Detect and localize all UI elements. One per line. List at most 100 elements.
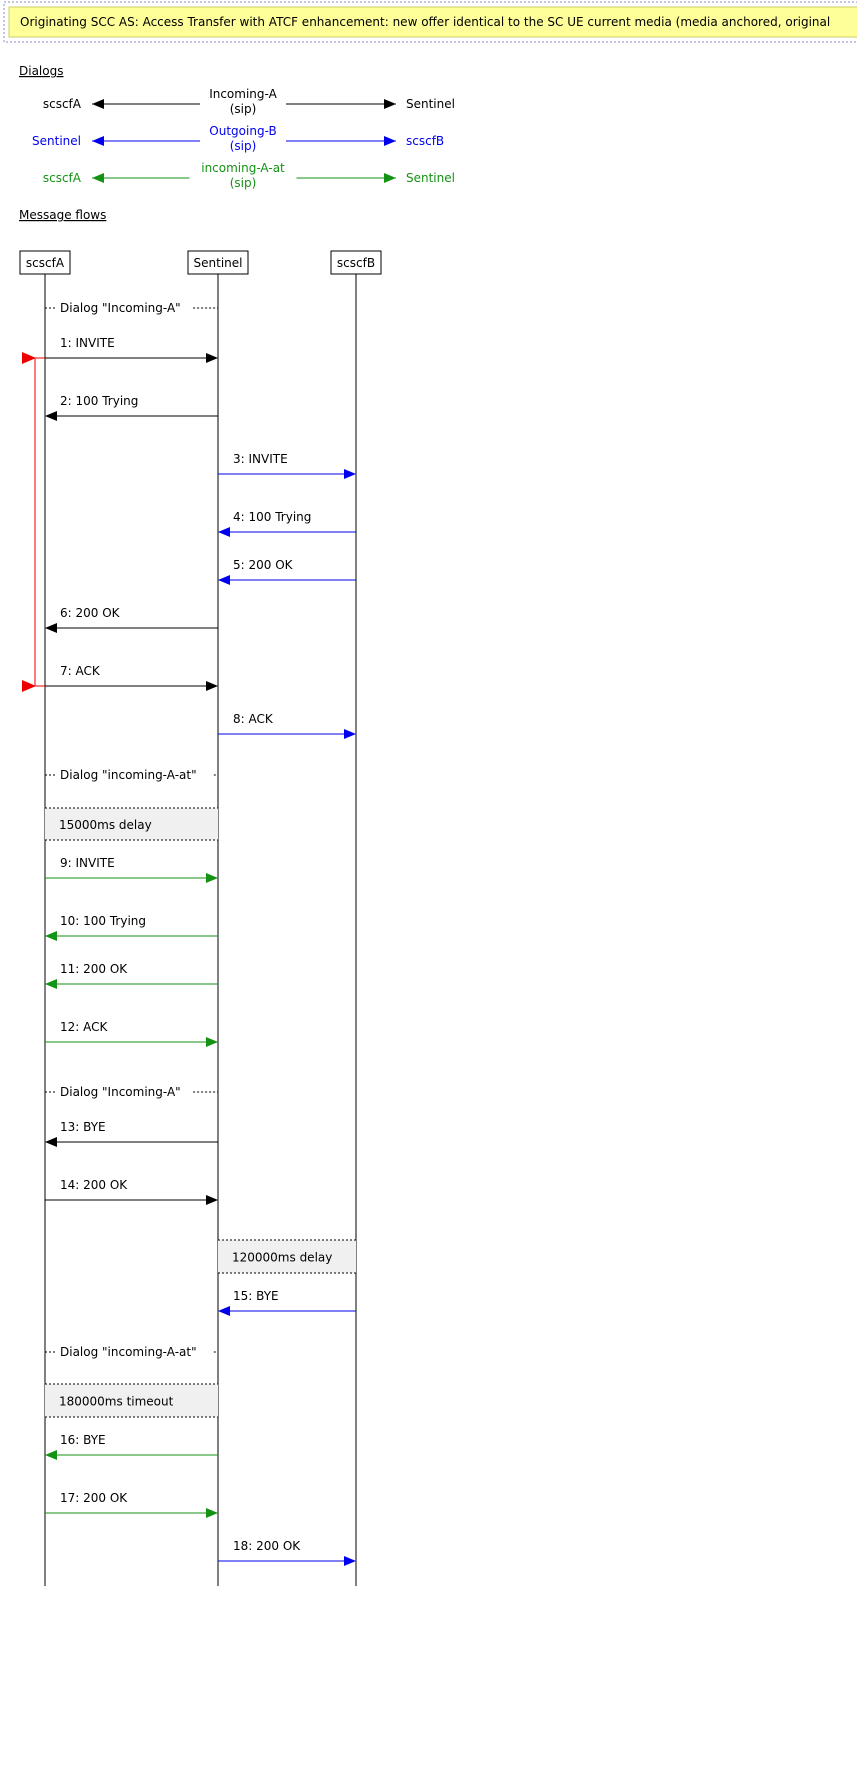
participant-box	[330, 250, 382, 275]
dialog-marker: Dialog "incoming-A-at"	[45, 768, 218, 782]
message-label: 18: 200 OK	[233, 1539, 301, 1553]
dialog-marker-label: Dialog "Incoming-A"	[60, 301, 181, 315]
message-arrowhead	[45, 931, 57, 941]
dialog-right-endpoint: scscfB	[406, 134, 444, 148]
participant-label: scscfB	[337, 256, 375, 270]
dialog-name: Outgoing-B	[209, 124, 276, 138]
dialog-legend: scscfAIncoming-A(sip)SentinelSentinelOut…	[32, 87, 455, 190]
message-label: 11: 200 OK	[60, 962, 128, 976]
message-arrowhead	[344, 1556, 356, 1566]
message-label: 13: BYE	[60, 1120, 106, 1134]
dialog-marker-label: Dialog "Incoming-A"	[60, 1085, 181, 1099]
participant-scscfb: scscfB	[330, 250, 382, 1586]
dialog-name: incoming-A-at	[201, 161, 285, 175]
message-arrow: 12: ACK	[45, 1020, 218, 1047]
timer-end-flag-icon	[22, 680, 36, 692]
dialog-protocol: (sip)	[230, 139, 257, 153]
dialog-protocol: (sip)	[230, 102, 257, 116]
note-label: 120000ms delay	[232, 1251, 332, 1265]
message-arrow: 3: INVITE	[218, 452, 356, 479]
message-arrowhead	[45, 623, 57, 633]
timer-start-flag-icon	[22, 352, 36, 364]
message-label: 8: ACK	[233, 712, 274, 726]
note-bg	[45, 1384, 218, 1417]
note-label: 180000ms timeout	[59, 1395, 174, 1409]
dialogs-heading: Dialogs	[19, 64, 63, 78]
title-banner-text: Originating SCC AS: Access Transfer with…	[20, 15, 830, 29]
arrowhead-left	[92, 99, 104, 109]
note-label: 15000ms delay	[59, 818, 152, 832]
dialog-left-endpoint: scscfA	[43, 97, 82, 111]
participant-scscfa: scscfA	[19, 250, 71, 1586]
message-label: 2: 100 Trying	[60, 394, 138, 408]
dialog-right-endpoint: Sentinel	[406, 171, 455, 185]
message-label: 5: 200 OK	[233, 558, 294, 572]
title-banner	[8, 6, 857, 38]
participant-box	[187, 250, 249, 275]
message-label: 1: INVITE	[60, 336, 115, 350]
participant-label: scscfA	[26, 256, 65, 270]
arrowhead-right	[384, 99, 396, 109]
message-arrow: 14: 200 OK	[45, 1178, 218, 1205]
message-label: 16: BYE	[60, 1433, 106, 1447]
message-arrow: 10: 100 Trying	[45, 914, 218, 941]
message-label: 14: 200 OK	[60, 1178, 128, 1192]
dialog-row: Sentinel Outgoing-B(sip) scscfB	[32, 124, 444, 153]
dialog-left-endpoint: scscfA	[43, 171, 82, 185]
message-arrow: 7: ACK	[45, 664, 218, 691]
message-arrow: 15: BYE	[218, 1289, 356, 1316]
message-arrowhead	[344, 469, 356, 479]
message-arrow: 2: 100 Trying	[45, 394, 218, 421]
message-label: 3: INVITE	[233, 452, 288, 466]
message-label: 12: ACK	[60, 1020, 109, 1034]
message-arrowhead	[206, 1508, 218, 1518]
dialog-left-endpoint: Sentinel	[32, 134, 81, 148]
message-arrowhead	[45, 1137, 57, 1147]
dialog-name: Incoming-A	[209, 87, 277, 101]
delay-note: 180000ms timeout	[45, 1383, 218, 1418]
delay-note: 120000ms delay	[218, 1239, 356, 1274]
message-label: 15: BYE	[233, 1289, 279, 1303]
message-label: 9: INVITE	[60, 856, 115, 870]
participant-sentinel: Sentinel	[187, 250, 249, 1586]
participant-label: Sentinel	[194, 256, 243, 270]
message-arrow: 16: BYE	[45, 1433, 218, 1460]
message-arrowhead	[45, 979, 57, 989]
message-arrowhead	[218, 575, 230, 585]
message-label: 4: 100 Trying	[233, 510, 311, 524]
dialog-right-endpoint: Sentinel	[406, 97, 455, 111]
message-flow: 1: INVITE 2: 100 Trying 3: INVITE 4: 100 Tr…	[45, 301, 356, 1566]
message-arrow: 1: INVITE	[45, 336, 218, 363]
note-bg	[45, 808, 218, 840]
message-flows-heading: Message flows	[19, 208, 106, 222]
dialog-row: scscfA incoming-A-at(sip) Sentinel	[43, 161, 455, 190]
message-arrowhead	[218, 527, 230, 537]
message-arrowhead	[45, 1450, 57, 1460]
dialog-marker-label: Dialog "incoming-A-at"	[60, 1345, 197, 1359]
message-label: 7: ACK	[60, 664, 101, 678]
message-arrowhead	[206, 1037, 218, 1047]
delay-note: 15000ms delay	[45, 807, 218, 841]
message-arrow: 11: 200 OK	[45, 962, 218, 989]
message-arrow: 4: 100 Trying	[218, 510, 356, 537]
dialog-marker-label: Dialog "incoming-A-at"	[60, 768, 197, 782]
dialog-marker: Dialog "Incoming-A"	[45, 1085, 218, 1099]
arrowhead-right	[384, 136, 396, 146]
message-arrowhead	[206, 681, 218, 691]
title-banner-frame	[3, 1, 857, 43]
dialog-marker: Dialog "Incoming-A"	[45, 301, 218, 315]
timer-bracket	[22, 352, 45, 692]
message-label: 17: 200 OK	[60, 1491, 128, 1505]
lifelines: scscfA Sentinel scscfB	[19, 250, 382, 1586]
message-arrow: 13: BYE	[45, 1120, 218, 1147]
message-arrow: 18: 200 OK	[218, 1539, 356, 1566]
arrowhead-left	[92, 136, 104, 146]
arrowhead-right	[384, 173, 396, 183]
message-label: 10: 100 Trying	[60, 914, 146, 928]
message-arrow: 9: INVITE	[45, 856, 218, 883]
message-arrow: 8: ACK	[218, 712, 356, 739]
message-arrow: 5: 200 OK	[218, 558, 356, 585]
arrowhead-left	[92, 173, 104, 183]
message-arrow: 17: 200 OK	[45, 1491, 218, 1518]
dialog-protocol: (sip)	[230, 176, 257, 190]
